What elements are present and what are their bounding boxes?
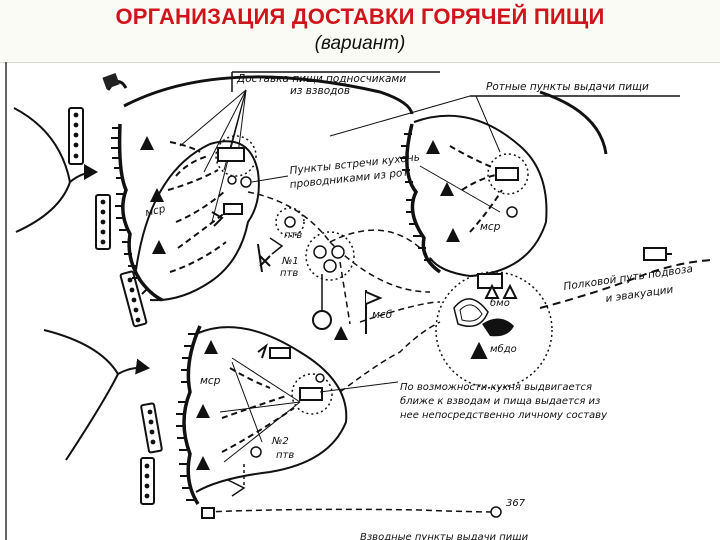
enemy-attack-arrow-lower [43, 329, 150, 461]
medical-post [312, 274, 332, 330]
trench-ticks-upper [111, 127, 149, 295]
page-subtitle: (вариант) [314, 33, 406, 54]
label-msr-upper: мср [144, 203, 167, 219]
support-symbol-mid [257, 243, 271, 273]
label-msr-lower: мср [200, 375, 221, 387]
kitchen-upper-right [487, 153, 529, 218]
label-route-line2: и эвакуации [605, 284, 675, 305]
enemy-attack-arrow-upper [13, 107, 98, 233]
height-mark [490, 506, 502, 518]
leader-meeting [251, 165, 501, 213]
vehicle-icon [643, 247, 672, 261]
msb-flag [365, 290, 383, 334]
label-bmo: бмо [490, 297, 510, 309]
post-icon-top-left [102, 72, 128, 91]
label-no1: №1 [281, 256, 299, 267]
regimental-route [539, 259, 713, 309]
label-msb: мсб [372, 309, 393, 321]
support-symbol-upper [211, 203, 243, 227]
platoon-triangles-upper-right [426, 140, 460, 242]
column-dots [73, 112, 156, 499]
label-bottom-partial: Взводные пункты выдачи пищи [360, 532, 529, 540]
ptv-station-1 [269, 207, 305, 255]
command-triangles [334, 326, 348, 340]
label-ptv-3: птв [276, 450, 294, 461]
label-delivery-line2: из взводов [290, 85, 350, 97]
leader-lines-lower [219, 357, 301, 463]
platoon-triangles-upper [140, 136, 166, 254]
label-route-line1: Полковой путь подвоза [563, 263, 694, 293]
label-note-line1: По возможности кухня выдвигается [400, 382, 592, 393]
kitchen-lower-left [291, 373, 333, 415]
left-column-markers [68, 107, 163, 505]
bottom-post-marker [201, 507, 215, 519]
label-ptv-1: птв [284, 230, 302, 241]
note-leader [319, 381, 399, 393]
label-note-line3: нее непосредственно личному составу [400, 410, 608, 421]
kitchen-upper-left [215, 135, 257, 188]
platoon-triangles-lower [196, 340, 218, 470]
battalion-triangles [470, 283, 518, 359]
battalion-area-right [435, 271, 553, 389]
tactical-scheme: мср Доставка пищи подносчиками из взводо… [5, 62, 713, 540]
dashed-delivery-paths-upper [167, 141, 227, 273]
trench-ticks-lower [176, 333, 196, 501]
label-no2: №2 [271, 436, 289, 447]
label-note-line2: ближе к взводам и пища выдается из [400, 395, 600, 407]
label-msr-right: мср [480, 221, 501, 233]
company-area-upper-left [117, 123, 260, 302]
support-symbol-lower [257, 343, 291, 359]
page-title: ОРГАНИЗАЦИЯ ДОСТАВКИ ГОРЯЧЕЙ ПИЩИ [115, 4, 605, 29]
ptv-station-2 [227, 446, 262, 497]
label-ptv-2: птв [280, 268, 298, 279]
label-mbdo: мбдо [490, 343, 517, 355]
kitchen-group-central [305, 231, 355, 281]
connecting-route-lower [205, 321, 501, 513]
label-company-points: Ротные пункты выдачи пищи [486, 81, 649, 93]
leader-company-points-2 [329, 95, 471, 137]
front-line-upper [123, 75, 414, 115]
label-height-mark: 367 [506, 498, 526, 509]
company-area-upper-right [405, 90, 608, 278]
label-delivery-line1: Доставка пищи подносчиками [236, 73, 406, 85]
company-area-lower-left [182, 325, 348, 505]
slide-header: ОРГАНИЗАЦИЯ ДОСТАВКИ ГОРЯЧЕЙ ПИЩИ (вариа… [0, 0, 720, 63]
